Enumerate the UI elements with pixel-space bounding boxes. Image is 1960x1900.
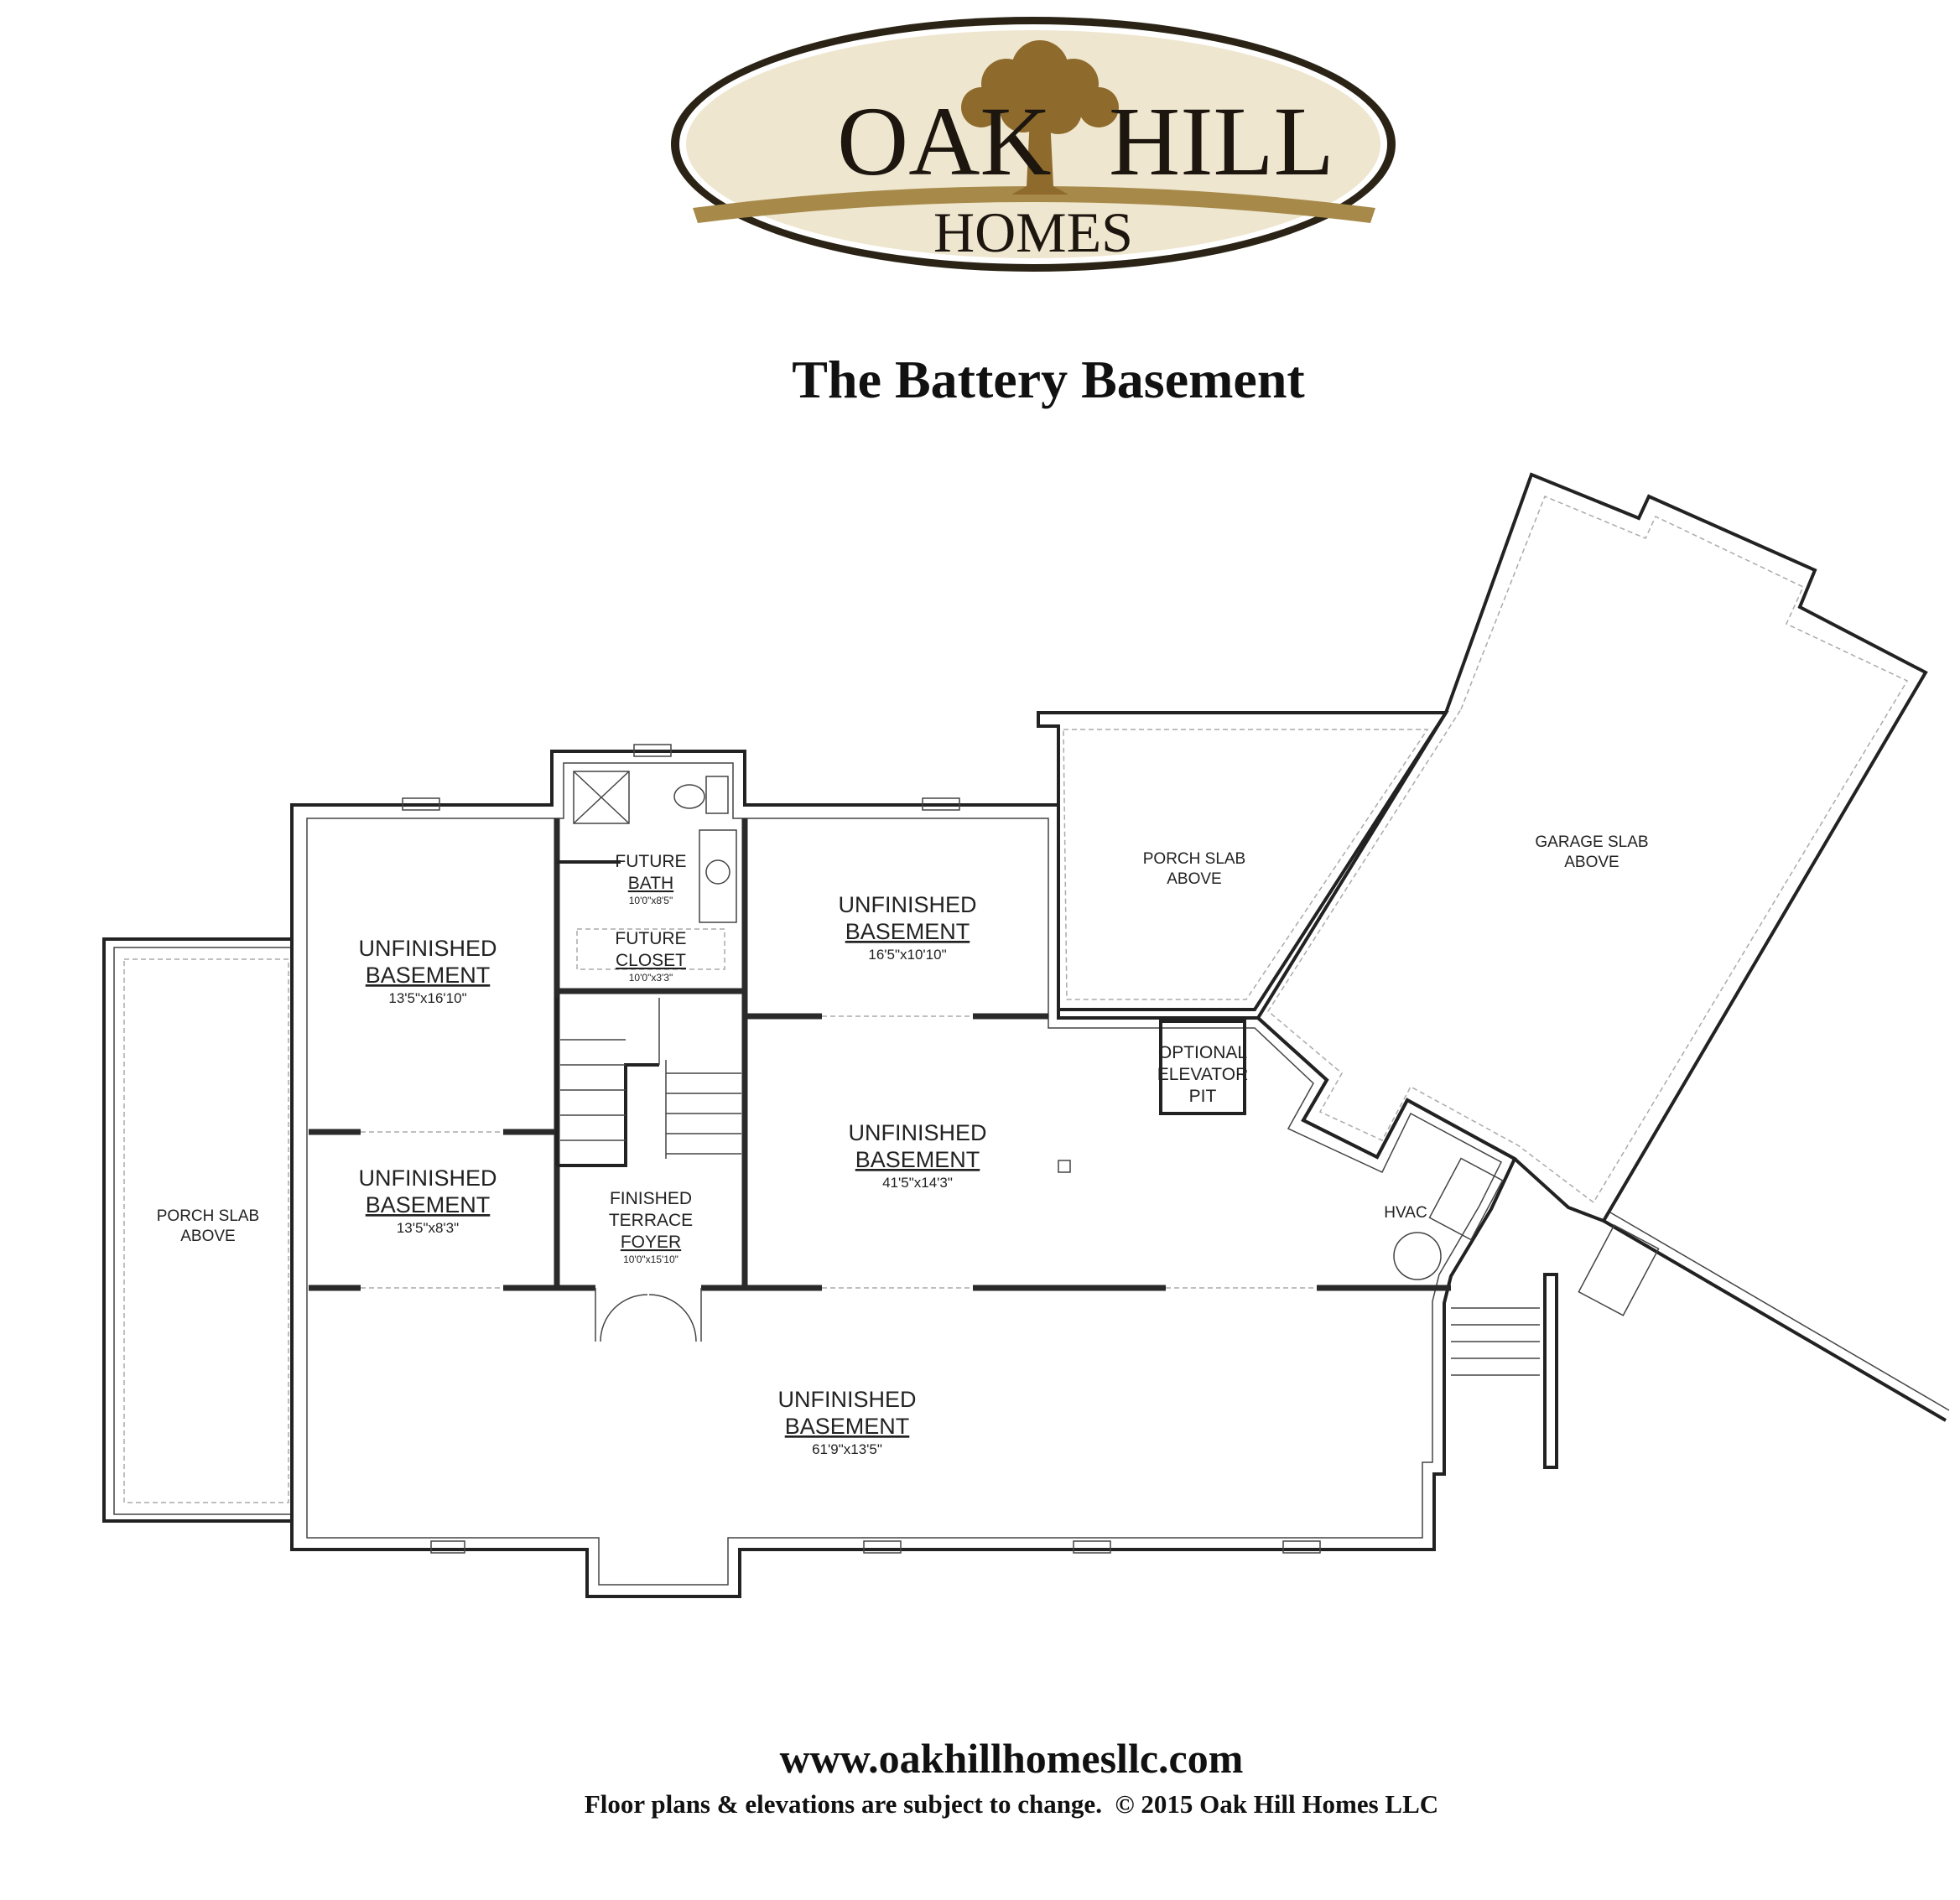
room-dimension: 13'5"x16'10" — [388, 990, 466, 1006]
floor-drain — [1058, 1160, 1071, 1173]
room-dimension: 61'9"x13'5" — [812, 1441, 882, 1457]
room-name-2: BASEMENT — [855, 1147, 980, 1172]
room-dimension: 10'0"x8'5" — [629, 895, 673, 906]
interior-walls — [309, 771, 1451, 1291]
room-name-2: BASEMENT — [366, 1192, 491, 1217]
hvac-label: HVAC — [1384, 1204, 1427, 1222]
room-name: UNFINISHED — [838, 892, 976, 917]
elevator-pit — [1159, 1020, 1246, 1115]
footer-website: www.oakhillhomesllc.com — [780, 1735, 1244, 1782]
room-bsmt-nw: UNFINISHED BASEMENT 13'5"x16'10" — [358, 936, 496, 1006]
porch-top-label-1: PORCH SLAB — [1143, 850, 1245, 868]
footer-disclaimer: Floor plans & elevations are subject to … — [585, 1789, 1438, 1819]
elevator-label-2: ELEVATOR — [1157, 1065, 1249, 1084]
room-dimension: 16'5"x10'10" — [868, 947, 946, 963]
room-name: UNFINISHED — [358, 936, 496, 961]
room-name-2: BASEMENT — [366, 963, 491, 988]
room-bsmt-n: UNFINISHED BASEMENT 16'5"x10'10" — [838, 892, 976, 963]
garage-label-2: ABOVE — [1564, 854, 1619, 871]
room-bath: FUTURE BATH 10'0"x8'5" — [615, 852, 686, 906]
porch-left-label-1: PORCH SLAB — [157, 1207, 259, 1225]
garage-slab — [1256, 472, 1950, 1422]
room-closet: FUTURE CLOSET 10'0"x3'3" — [615, 929, 686, 984]
room-name: UNFINISHED — [777, 1387, 916, 1412]
page-title: The Battery Basement — [792, 350, 1305, 409]
logo-word-oak: OAK — [837, 86, 1052, 196]
porch-top-label-2: ABOVE — [1167, 870, 1221, 888]
room-dimension: 41'5"x14'3" — [882, 1175, 953, 1191]
logo-band — [693, 186, 1375, 223]
window-marks — [402, 744, 1321, 1554]
room-bsmt-w: UNFINISHED BASEMENT 13'5"x8'3" — [358, 1165, 496, 1236]
room-name: FUTURE — [615, 929, 686, 948]
room-name: UNFINISHED — [848, 1120, 986, 1145]
room-dimension: 13'5"x8'3" — [397, 1220, 459, 1236]
room-bsmt-s: UNFINISHED BASEMENT 61'9"x13'5" — [777, 1387, 916, 1457]
plan-drawing — [102, 472, 1950, 1598]
room-name: UNFINISHED — [358, 1165, 496, 1191]
stairs — [555, 998, 741, 1167]
elevator-label-3: PIT — [1189, 1087, 1217, 1106]
logo-word-hill: HILL — [1109, 86, 1334, 196]
oak-hill-logo: OAK HILL HOMES — [671, 17, 1396, 272]
garage-label-1: GARAGE SLAB — [1535, 833, 1648, 851]
hvac-area — [1393, 1157, 1660, 1469]
room-name-2: FOYER — [621, 1233, 681, 1252]
room-dimension: 10'0"x3'3" — [629, 972, 673, 984]
room-bsmt-c: UNFINISHED BASEMENT 41'5"x14'3" — [848, 1120, 986, 1191]
room-name: FINISHED — [610, 1189, 692, 1208]
terrace-double-door — [595, 1288, 702, 1342]
room-labels: UNFINISHED BASEMENT 13'5"x16'10" UNFINIS… — [157, 833, 1649, 1457]
oak-tree-icon — [961, 40, 1119, 195]
room-name: FUTURE — [615, 852, 686, 871]
room-foyer: FINISHED TERRACE FOYER 10'0"x15'10" — [609, 1189, 693, 1265]
room-dimension: 10'0"x15'10" — [623, 1254, 678, 1265]
elevator-label-1: OPTIONAL — [1158, 1043, 1247, 1062]
logo-word-homes: HOMES — [933, 200, 1133, 264]
outer-wall-main-inner — [306, 762, 1502, 1586]
porch-left-label-2: ABOVE — [180, 1228, 235, 1245]
room-name-2: BASEMENT — [845, 919, 970, 944]
room-name-mid: TERRACE — [609, 1211, 693, 1230]
room-name-2: CLOSET — [616, 951, 686, 970]
room-name-2: BATH — [628, 874, 673, 893]
room-name-2: BASEMENT — [785, 1414, 910, 1439]
